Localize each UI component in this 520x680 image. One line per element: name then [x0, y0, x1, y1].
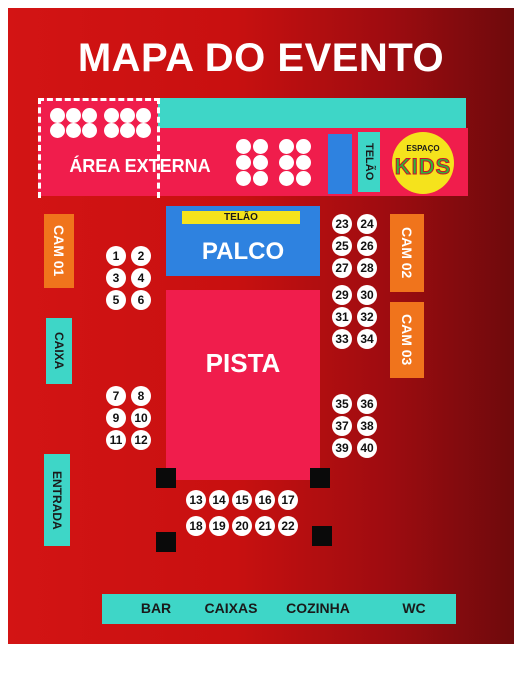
table-30[interactable]: 30	[357, 285, 377, 305]
table-40[interactable]: 40	[357, 438, 377, 458]
table-24[interactable]: 24	[357, 214, 377, 234]
table-1[interactable]: 1	[106, 246, 126, 266]
services-bar	[102, 594, 456, 624]
table-20[interactable]: 20	[232, 516, 252, 536]
table-7[interactable]: 7	[106, 386, 126, 406]
dance-floor-label: PISTA	[205, 347, 281, 378]
table-37[interactable]: 37	[332, 416, 352, 436]
table-28[interactable]: 28	[357, 258, 377, 278]
table-11[interactable]: 11	[106, 430, 126, 450]
table-27[interactable]: 27	[332, 258, 352, 278]
event-map-poster: MAPA DO EVENTO ÁREA EXTERNA TELÃO ESPA	[8, 8, 514, 644]
speaker-bottom-left	[156, 532, 176, 552]
kids-space-label: KIDS	[394, 154, 452, 180]
table-29[interactable]: 29	[332, 285, 352, 305]
external-area-label: ÁREA EXTERNA	[69, 155, 211, 176]
table-9[interactable]: 9	[106, 408, 126, 428]
table-22[interactable]: 22	[278, 516, 298, 536]
table-15[interactable]: 15	[232, 490, 252, 510]
table-34[interactable]: 34	[357, 329, 377, 349]
map-title: MAPA DO EVENTO	[77, 36, 445, 80]
speaker-bottom-right	[312, 526, 332, 546]
camera-02: CAM 02	[390, 214, 424, 292]
stage-screen: TELÃO	[182, 211, 300, 224]
table-23[interactable]: 23	[332, 214, 352, 234]
table-21[interactable]: 21	[255, 516, 275, 536]
table-35[interactable]: 35	[332, 394, 352, 414]
side-screen-label: TELÃO	[358, 132, 380, 192]
cashiers-label: CAIXAS	[204, 600, 258, 616]
table-10[interactable]: 10	[131, 408, 151, 428]
table-13[interactable]: 13	[186, 490, 206, 510]
table-14[interactable]: 14	[209, 490, 229, 510]
dance-floor	[166, 290, 320, 480]
table-18[interactable]: 18	[186, 516, 206, 536]
table-4[interactable]: 4	[131, 268, 151, 288]
kitchen-label: COZINHA	[286, 600, 350, 616]
table-32[interactable]: 32	[357, 307, 377, 327]
table-3[interactable]: 3	[106, 268, 126, 288]
restroom-label: WC	[402, 600, 426, 616]
table-5[interactable]: 5	[106, 290, 126, 310]
table-36[interactable]: 36	[357, 394, 377, 414]
table-19[interactable]: 19	[209, 516, 229, 536]
speaker-top-right	[310, 468, 330, 488]
camera-01: CAM 01	[44, 214, 74, 288]
table-12[interactable]: 12	[131, 430, 151, 450]
side-screen-block	[328, 134, 352, 194]
stage-label: PALCO	[201, 238, 285, 265]
external-area-dashed-border	[38, 98, 160, 198]
table-38[interactable]: 38	[357, 416, 377, 436]
table-25[interactable]: 25	[332, 236, 352, 256]
table-16[interactable]: 16	[255, 490, 275, 510]
table-6[interactable]: 6	[131, 290, 151, 310]
table-2[interactable]: 2	[131, 246, 151, 266]
table-26[interactable]: 26	[357, 236, 377, 256]
table-17[interactable]: 17	[278, 490, 298, 510]
kids-space-small-label: ESPAÇO	[406, 144, 440, 153]
bar-label: BAR	[140, 600, 172, 616]
speaker-top-left	[156, 468, 176, 488]
table-39[interactable]: 39	[332, 438, 352, 458]
camera-03: CAM 03	[390, 302, 424, 378]
table-31[interactable]: 31	[332, 307, 352, 327]
top-teal-strip	[158, 98, 466, 128]
entrance: ENTRADA	[44, 454, 70, 546]
table-33[interactable]: 33	[332, 329, 352, 349]
table-8[interactable]: 8	[131, 386, 151, 406]
cashier-booth: CAIXA	[46, 318, 72, 384]
kids-space-badge	[392, 132, 454, 194]
